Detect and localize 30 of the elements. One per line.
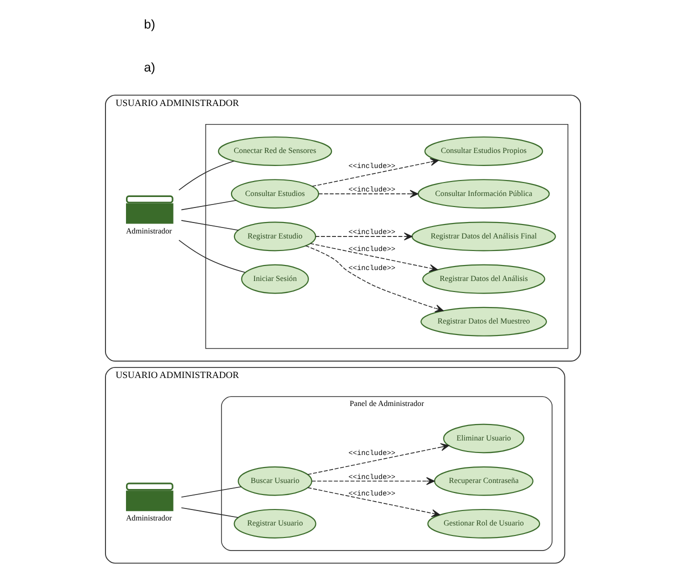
arrow	[306, 487, 440, 518]
arrow	[311, 158, 438, 187]
connector	[180, 486, 242, 498]
node-ellipse: Registrar Datos del Muestreo	[420, 306, 546, 336]
node-ellipse: Iniciar Sesión	[240, 264, 308, 294]
node-ellipse: Consultar Información Pública	[417, 179, 550, 209]
arrow	[310, 477, 434, 486]
connector	[180, 200, 236, 210]
node-ellipse: Consultar Estudios	[230, 179, 319, 209]
arrow	[314, 232, 412, 240]
arrow	[304, 245, 444, 312]
connector	[180, 220, 238, 231]
arrow	[309, 243, 438, 272]
label: b)	[144, 18, 155, 32]
node-ellipse: Registrar Usuario	[233, 508, 316, 538]
connector	[178, 240, 245, 273]
node-ellipse: Eliminar Usuario	[442, 424, 524, 454]
node-label: Administrador	[125, 514, 172, 523]
node-ellipse: Registrar Estudio	[233, 222, 316, 252]
node-label: Administrador	[125, 226, 172, 236]
arrow	[318, 190, 418, 198]
connector	[180, 507, 238, 518]
node-ellipse: Buscar Usuario	[237, 466, 312, 496]
arrow	[306, 443, 449, 475]
node-ellipse: Recuperar Contraseña	[434, 466, 533, 496]
label: a)	[144, 60, 155, 74]
node-ellipse: Registrar Datos del Análisis Final	[411, 222, 556, 252]
connector	[178, 160, 234, 190]
node-ellipse: Conectar Red de Sensores	[217, 136, 332, 166]
cluster	[204, 124, 568, 349]
